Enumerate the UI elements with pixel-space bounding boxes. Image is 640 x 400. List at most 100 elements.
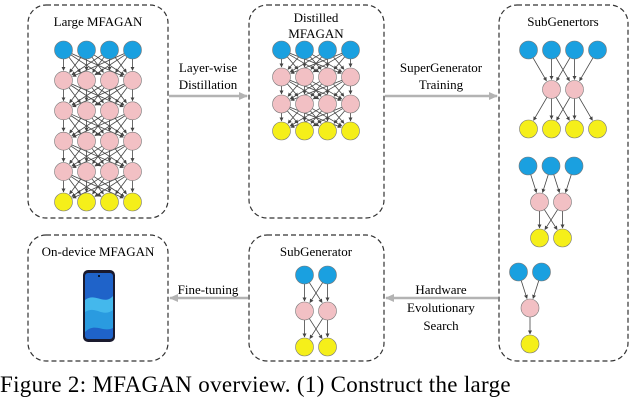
- network-connection: [287, 110, 299, 124]
- input-node: [518, 156, 538, 176]
- hidden-node: [123, 131, 142, 151]
- hidden-node: [520, 298, 540, 318]
- network-connection: [578, 97, 593, 121]
- distilled-mfagan-network: [272, 40, 360, 141]
- output-node: [542, 119, 561, 139]
- input-node: [542, 40, 561, 60]
- on-device-mfagan-box: [27, 234, 169, 362]
- hidden-node: [295, 67, 314, 87]
- subgenerator-box: [248, 234, 385, 362]
- fine-tuning-label: Fine-tuning: [178, 282, 239, 297]
- hidden-node: [100, 101, 119, 121]
- output-node: [54, 192, 73, 212]
- network-connection: [114, 56, 127, 73]
- hidden-node: [123, 71, 142, 90]
- network-connection: [333, 83, 345, 97]
- network-connection: [115, 178, 128, 195]
- input-node: [588, 40, 607, 60]
- network-connection: [555, 97, 570, 121]
- hidden-node: [318, 94, 337, 114]
- output-node: [272, 121, 291, 141]
- input-node: [318, 265, 337, 285]
- network-connection: [533, 97, 548, 121]
- network-connection: [309, 318, 323, 339]
- hidden-node: [341, 67, 360, 87]
- distilled-mfagan-title-line2: MFAGAN: [288, 26, 344, 41]
- network-connection: [114, 178, 127, 195]
- output-node: [520, 334, 540, 354]
- input-node: [341, 40, 360, 60]
- network-connection: [312, 54, 343, 73]
- large-mfagan-box: [27, 4, 169, 219]
- hidden-node: [100, 131, 119, 151]
- hidden-node: [100, 162, 119, 181]
- network-connection: [69, 56, 82, 73]
- network-connection: [312, 81, 343, 100]
- figure-caption: Figure 2: MFAGAN overview. (1) Construct…: [0, 372, 511, 397]
- hidden-node: [54, 131, 73, 151]
- hidden-node: [565, 80, 584, 99]
- network-connection: [312, 108, 343, 127]
- distilled-mfagan-box: [248, 4, 385, 219]
- evolutionary-search-label-line3: Search: [423, 318, 459, 333]
- output-node: [123, 192, 142, 212]
- hidden-node: [295, 94, 314, 114]
- network-connection: [94, 145, 126, 167]
- network-connection: [69, 178, 82, 195]
- network-connection: [309, 282, 323, 303]
- network-connection: [532, 280, 540, 299]
- input-node: [509, 262, 528, 282]
- input-node: [272, 40, 291, 60]
- network-connection: [555, 57, 570, 82]
- network-connection: [71, 145, 103, 167]
- input-node: [295, 40, 314, 60]
- network-connection: [289, 108, 320, 127]
- network-connection: [115, 87, 128, 104]
- input-node: [295, 265, 314, 285]
- network-connection: [91, 178, 104, 195]
- subgenerator-b-network: [518, 156, 584, 248]
- network-connection: [68, 117, 81, 134]
- output-node: [318, 337, 337, 357]
- network-connection: [71, 115, 103, 137]
- hidden-node: [318, 67, 337, 87]
- network-connection: [115, 56, 128, 73]
- input-node: [519, 40, 538, 60]
- network-connection: [68, 56, 81, 73]
- network-connection: [94, 115, 126, 137]
- network-connection: [91, 148, 104, 165]
- subgenerators-box: [498, 4, 629, 362]
- output-node: [295, 121, 314, 141]
- network-connection: [289, 54, 320, 73]
- hidden-node: [272, 94, 291, 114]
- subgenerator-network: [295, 265, 337, 357]
- network-connection: [72, 114, 125, 138]
- subgenerator-title: SubGenerator: [280, 244, 353, 259]
- network-connection: [287, 56, 299, 70]
- network-connection: [94, 54, 126, 76]
- output-node: [77, 192, 96, 212]
- network-connection: [72, 144, 125, 168]
- hidden-node: [542, 80, 561, 99]
- input-node: [77, 40, 96, 60]
- hidden-node: [77, 101, 96, 121]
- hidden-node: [100, 71, 119, 90]
- output-node: [295, 337, 314, 357]
- network-connection: [91, 117, 104, 134]
- network-connection: [309, 318, 323, 339]
- network-connection: [72, 83, 125, 108]
- hidden-node: [54, 162, 73, 181]
- input-node: [100, 40, 119, 60]
- network-connection: [71, 85, 103, 106]
- network-connection: [556, 57, 571, 82]
- subgenerator-a-network: [519, 40, 607, 139]
- network-connection: [289, 81, 320, 100]
- subgenerators-title: SubGenertors: [527, 14, 599, 29]
- network-connection: [532, 57, 547, 82]
- network-connection: [72, 53, 125, 77]
- network-connection: [287, 83, 299, 97]
- evolutionary-search-label-line1: Hardware: [415, 282, 466, 297]
- network-connection: [114, 87, 127, 104]
- output-node: [530, 228, 549, 248]
- hidden-node: [553, 192, 572, 212]
